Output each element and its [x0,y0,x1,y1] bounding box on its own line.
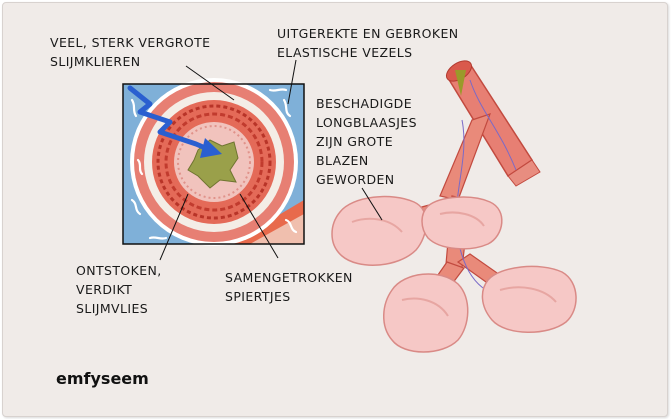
label-damaged-alveoli: BESCHADIGDE LONGBLAASJES ZIJN GROTE BLAZ… [316,94,417,189]
label-stretched-elastic-fibers: UITGEREKTE EN GEBROKEN ELASTISCHE VEZELS [277,24,459,62]
bronchial-tree [410,57,540,300]
label-inflamed-mucosa: ONTSTOKEN, VERDIKT SLIJMVLIES [76,261,162,318]
airway-cross-section [123,78,304,246]
label-contracted-muscles: SAMENGETROKKEN SPIERTJES [225,268,353,306]
label-enlarged-mucous-glands: VEEL, STERK VERGROTE SLIJMKLIEREN [50,33,210,71]
diagram-title: emfyseem [56,369,149,388]
